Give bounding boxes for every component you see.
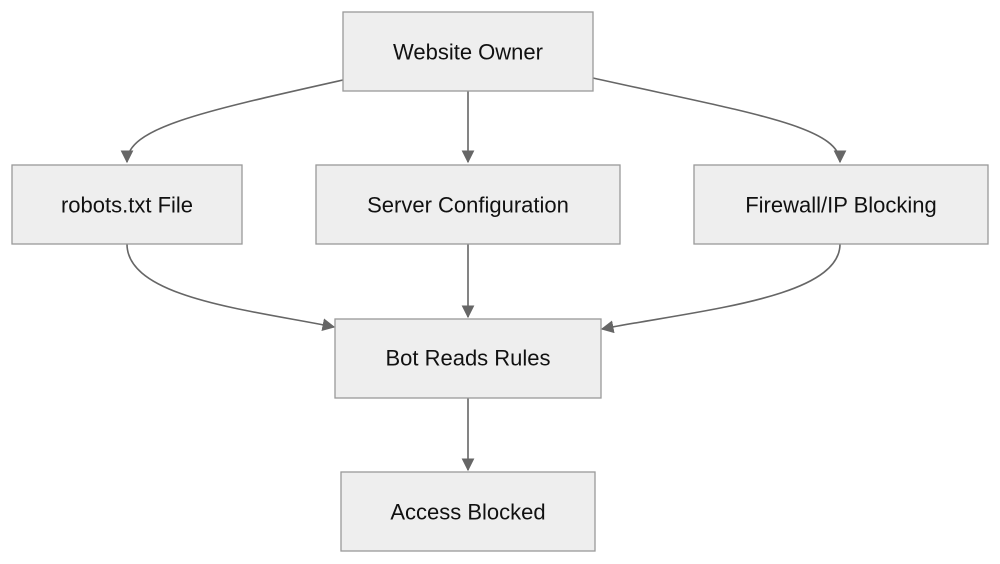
node-bot-reads-rules: Bot Reads Rules (334, 318, 602, 399)
edge-robots-to-bot (126, 243, 336, 331)
edges (120, 77, 847, 472)
edge-owner-to-firewall (592, 77, 847, 164)
edge-owner-to-robots (120, 79, 344, 164)
node-label: Website Owner (393, 40, 543, 65)
node-server-configuration: Server Configuration (315, 164, 621, 245)
node-label: Bot Reads Rules (385, 346, 550, 371)
node-label: Access Blocked (390, 500, 545, 525)
node-label: robots.txt File (61, 193, 193, 218)
node-label: Firewall/IP Blocking (745, 193, 937, 218)
edge-firewall-to-bot (600, 243, 841, 334)
node-label: Server Configuration (367, 193, 569, 218)
node-access-blocked: Access Blocked (340, 471, 596, 552)
node-firewall-ip-blocking: Firewall/IP Blocking (693, 164, 989, 245)
node-robots-txt-file: robots.txt File (11, 164, 243, 245)
node-website-owner: Website Owner (342, 11, 594, 92)
